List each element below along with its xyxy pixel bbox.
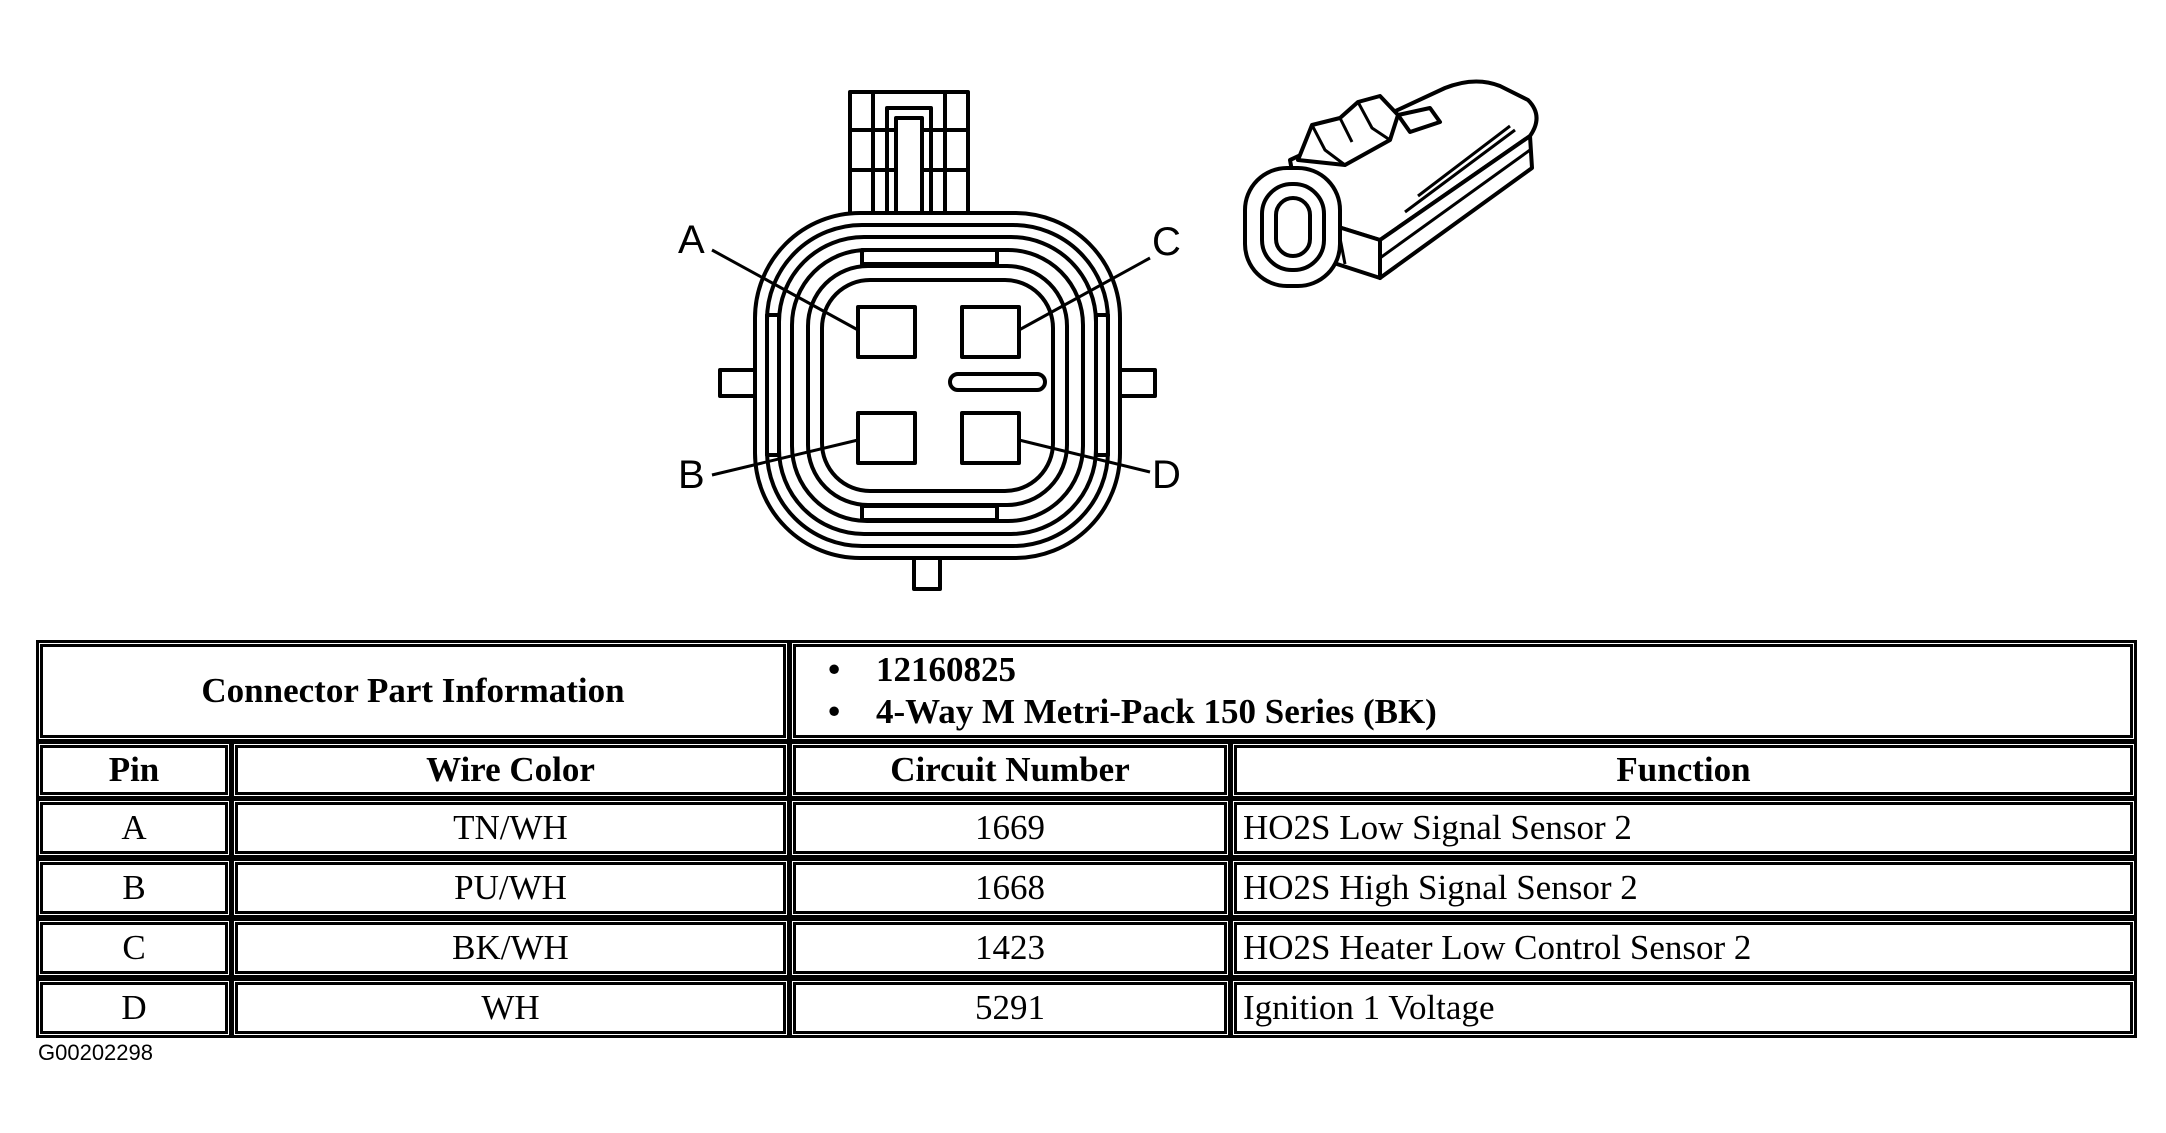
table-row-pin: A — [40, 802, 228, 854]
column-header-function: Function — [1234, 745, 2133, 795]
table-row-function: Ignition 1 Voltage — [1234, 982, 2133, 1034]
table-row-function: HO2S High Signal Sensor 2 — [1234, 862, 2133, 914]
part-info-label: Connector Part Information — [40, 644, 786, 738]
connector-housing — [753, 211, 1122, 560]
part-number: 12160825 — [828, 649, 1016, 691]
leader-c — [1018, 256, 1151, 332]
table-row-circuit-number: 1668 — [793, 862, 1227, 914]
table-row-function: HO2S Low Signal Sensor 2 — [1234, 802, 2133, 854]
table-row-circuit-number: 1669 — [793, 802, 1227, 854]
connector-diagram: A B C D — [678, 79, 1539, 591]
pin-label-a: A — [678, 218, 705, 262]
column-header-wire-color: Wire Color — [235, 745, 786, 795]
table-row-pin: B — [40, 862, 228, 914]
table-row-wire-color: WH — [235, 982, 786, 1034]
keyway-slot — [948, 372, 1047, 392]
pin-cavity-a — [856, 305, 917, 359]
left-tab — [718, 368, 757, 398]
leader-a — [711, 248, 859, 332]
leader-d — [1018, 438, 1151, 474]
pin-label-d: D — [1152, 453, 1181, 497]
table-row-wire-color: BK/WH — [235, 922, 786, 974]
table-row-wire-color: PU/WH — [235, 862, 786, 914]
pin-label-b: B — [678, 453, 705, 497]
pin-label-c: C — [1152, 220, 1181, 264]
right-tab — [1118, 368, 1157, 398]
connector-face-view — [711, 90, 1157, 591]
part-info-values: 12160825 4-Way M Metri-Pack 150 Series (… — [793, 644, 2133, 738]
table-row-circuit-number: 1423 — [793, 922, 1227, 974]
table-row-wire-color: TN/WH — [235, 802, 786, 854]
column-header-pin: Pin — [40, 745, 228, 795]
table-row-pin: D — [40, 982, 228, 1034]
table-row-circuit-number: 5291 — [793, 982, 1227, 1034]
connector-description: 4-Way M Metri-Pack 150 Series (BK) — [828, 691, 1437, 733]
pin-cavity-c — [960, 305, 1021, 359]
column-header-circuit-number: Circuit Number — [793, 745, 1227, 795]
leader-b — [711, 438, 859, 477]
connector-isometric-view — [1243, 79, 1539, 288]
connector-latch — [848, 90, 970, 219]
figure-id: G00202298 — [38, 1040, 153, 1065]
pin-cavity-d — [960, 411, 1021, 465]
bottom-key — [912, 553, 942, 591]
table-row-pin: C — [40, 922, 228, 974]
table-row-function: HO2S Heater Low Control Sensor 2 — [1234, 922, 2133, 974]
pin-cavity-b — [856, 411, 917, 465]
